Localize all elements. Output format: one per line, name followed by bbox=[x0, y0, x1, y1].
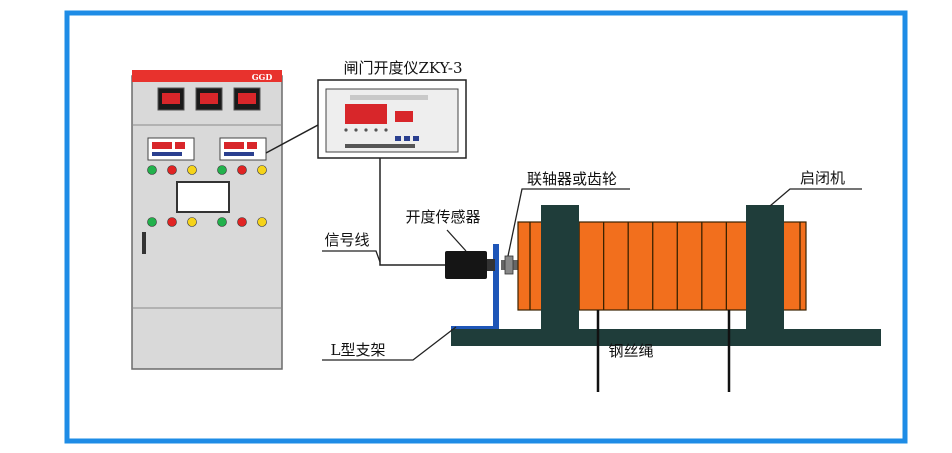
indicator-light-green bbox=[217, 165, 227, 175]
indicator-lights-row-1 bbox=[147, 165, 267, 175]
instrument-main-display bbox=[345, 104, 387, 124]
indicator-light-red bbox=[237, 165, 247, 175]
bracket-label: L型支架 bbox=[331, 341, 386, 359]
instrument-buttons bbox=[395, 136, 419, 141]
meter-group bbox=[157, 87, 261, 111]
cabinet-window bbox=[176, 181, 230, 213]
indicator-light-green bbox=[147, 165, 157, 175]
wire-rope-label: 钢丝绳 bbox=[608, 342, 653, 360]
right-bearing-bracket bbox=[746, 205, 784, 346]
meter-1-display bbox=[162, 93, 180, 104]
indicator-light-yellow bbox=[257, 165, 267, 175]
l-bracket bbox=[451, 244, 499, 335]
signal-wire bbox=[379, 158, 445, 266]
instrument-sub-display bbox=[395, 111, 413, 122]
indicator-light-yellow bbox=[187, 217, 197, 227]
coupling-leader bbox=[507, 188, 630, 257]
instrument-bottom-strip bbox=[345, 144, 415, 148]
gate-opening-instrument bbox=[317, 79, 467, 159]
instrument-label: 闸门开度仪ZKY-3 bbox=[343, 59, 462, 77]
cabinet-handle bbox=[142, 232, 146, 254]
indicator-light-yellow bbox=[257, 217, 267, 227]
signal-wire-label: 信号线 bbox=[324, 231, 369, 249]
cabinet-brand: GGD bbox=[252, 72, 273, 82]
coupling bbox=[501, 255, 523, 275]
base-plate bbox=[451, 329, 881, 346]
meter-3-display bbox=[238, 93, 256, 104]
indicator-light-green bbox=[217, 217, 227, 227]
instrument-led-dots bbox=[344, 128, 388, 132]
coupling-label: 联轴器或齿轮 bbox=[527, 170, 617, 188]
instrument-callout-line bbox=[265, 124, 319, 154]
control-cabinet: GGD bbox=[131, 70, 283, 370]
indicator-light-red bbox=[237, 217, 247, 227]
signal-wire-leader bbox=[322, 250, 381, 263]
indicator-lights-row-2 bbox=[147, 217, 267, 227]
indicator-light-red bbox=[167, 165, 177, 175]
hoist-leader bbox=[769, 188, 862, 207]
indicator-light-red bbox=[167, 217, 177, 227]
sensor-leader bbox=[446, 229, 467, 252]
small-instrument-left bbox=[147, 137, 195, 161]
indicator-light-green bbox=[147, 217, 157, 227]
left-bearing-bracket bbox=[541, 205, 579, 346]
cabinet-top-stripe bbox=[132, 70, 282, 82]
instrument-title-strip bbox=[350, 95, 428, 100]
meter-2-display bbox=[200, 93, 218, 104]
opening-sensor bbox=[445, 251, 495, 279]
sensor-label: 开度传感器 bbox=[405, 208, 480, 226]
bracket-leader bbox=[322, 326, 457, 361]
hoist-label: 启闭机 bbox=[800, 169, 845, 187]
small-instrument-right bbox=[219, 137, 267, 161]
indicator-light-yellow bbox=[187, 165, 197, 175]
